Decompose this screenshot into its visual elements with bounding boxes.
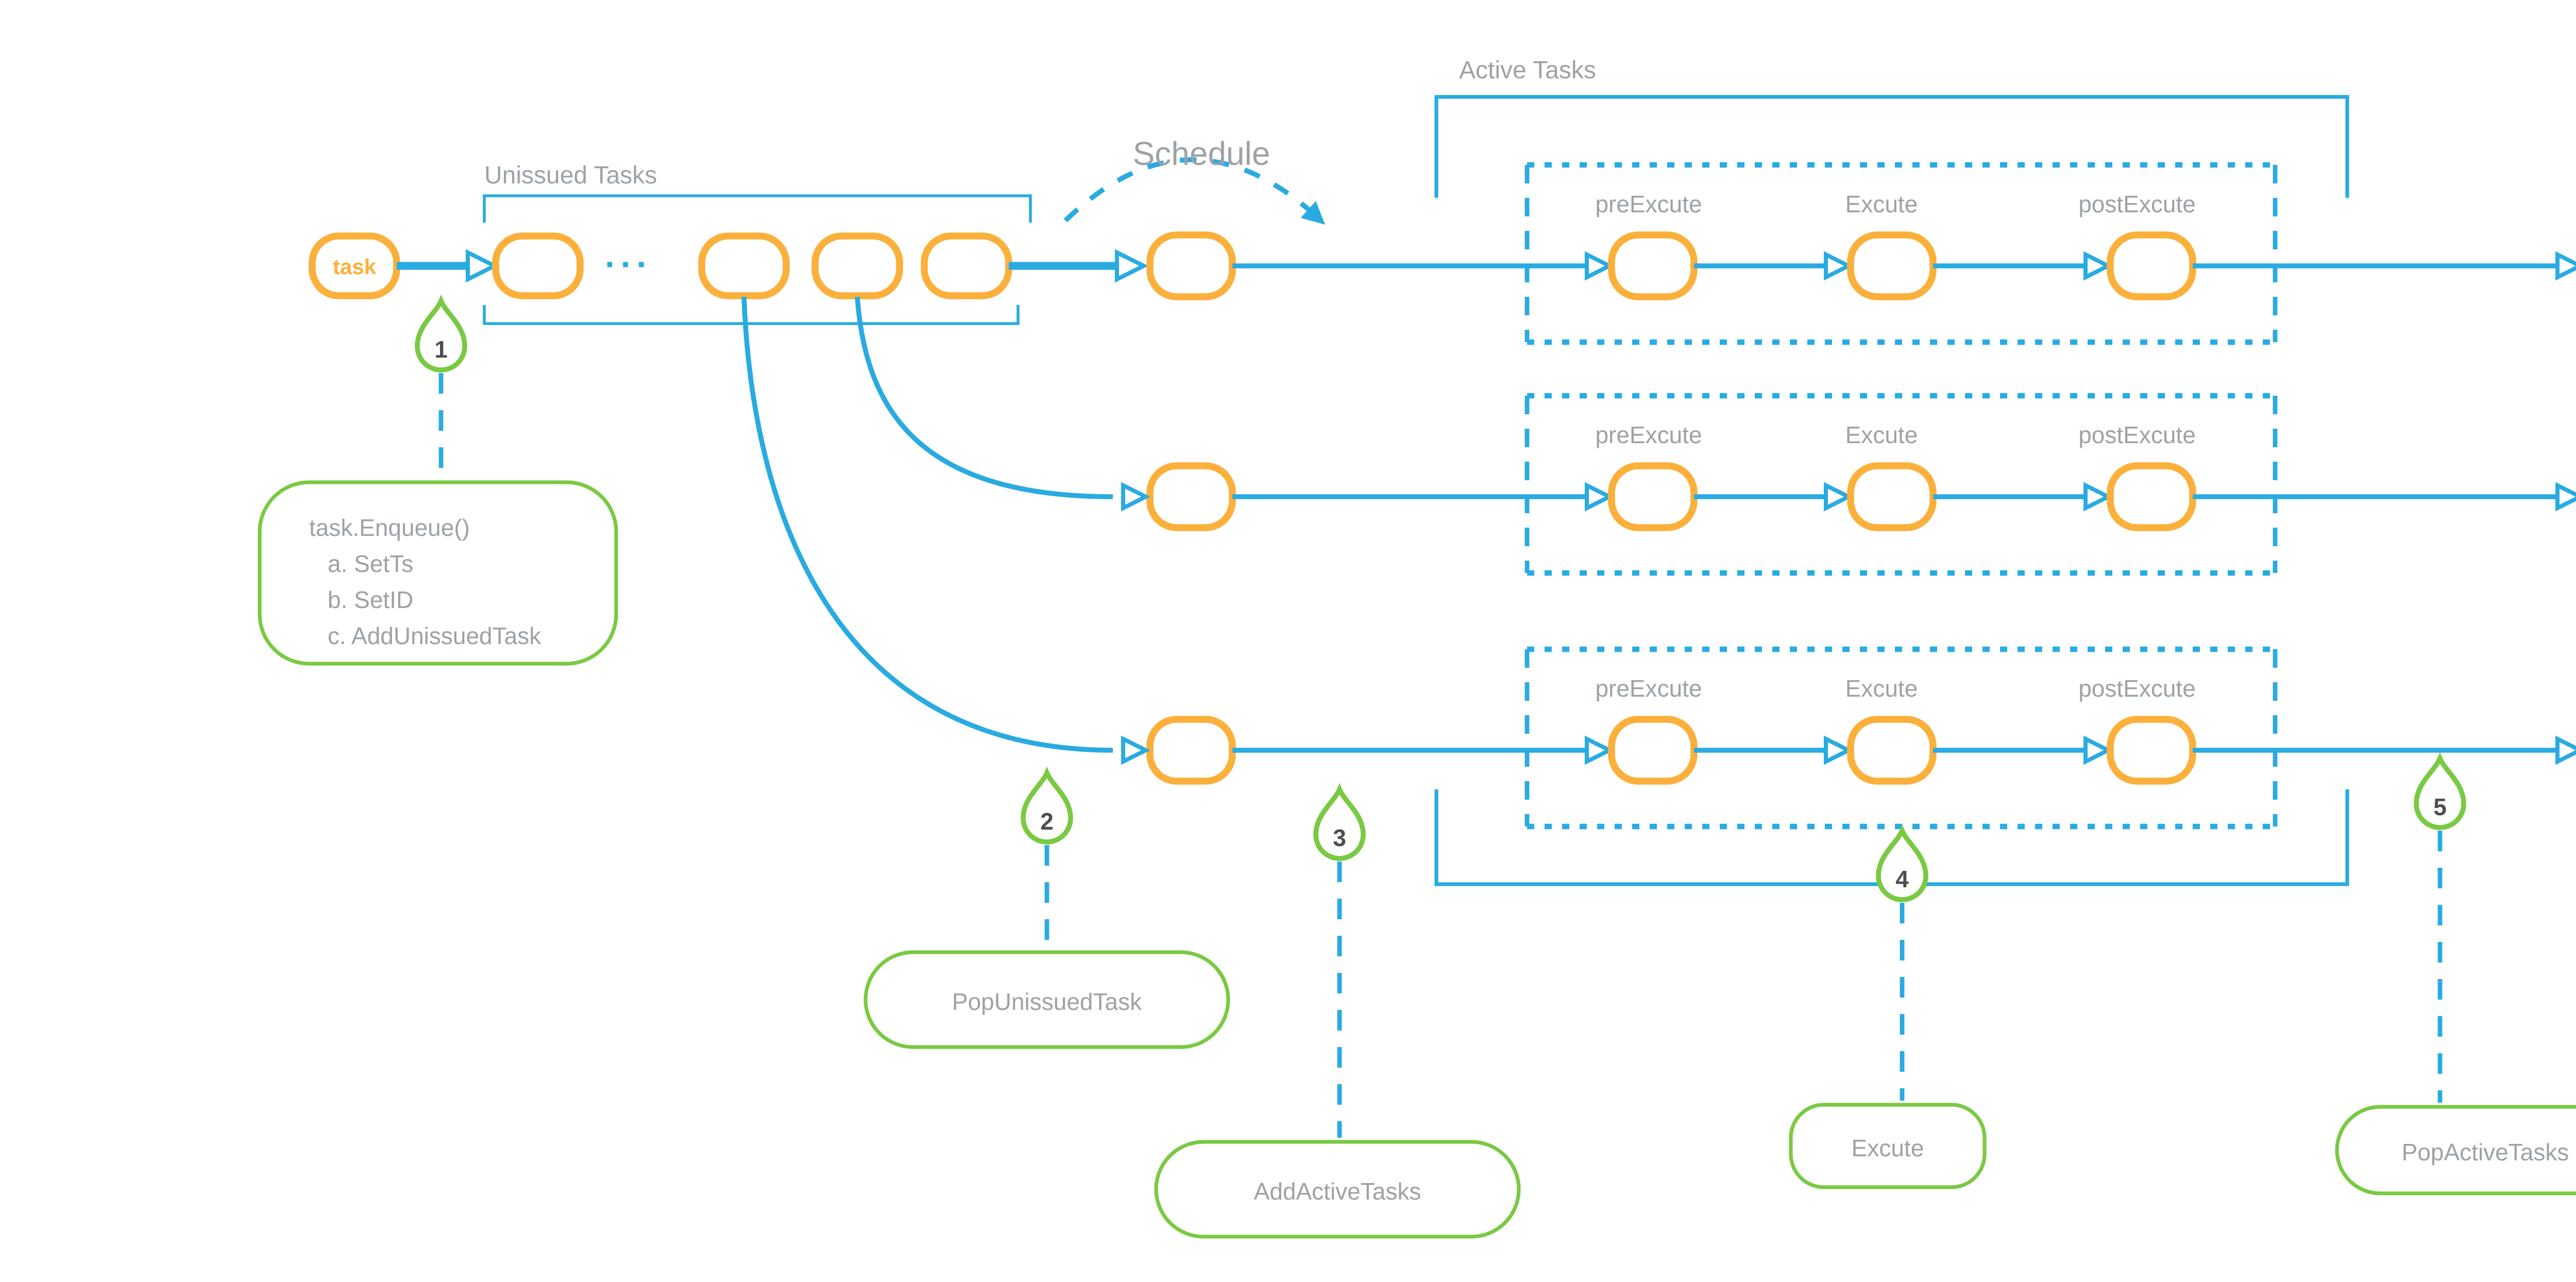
worker-row-2	[1150, 396, 2576, 573]
arrowhead-icon	[1123, 739, 1146, 762]
marker-1-number: 1	[434, 336, 448, 363]
worker-row-3	[1150, 649, 2576, 826]
marker-4-group: 4 Excute	[1789, 831, 1987, 1189]
pop-active-label-box	[2335, 1105, 2576, 1195]
unissued-bracket-bottom	[483, 305, 1020, 325]
task-node-label: task	[333, 255, 377, 279]
marker-5-group: 5 PopActiveTasks	[2335, 758, 2576, 1195]
unissued-task-node	[698, 232, 790, 299]
unissued-task-node	[492, 232, 584, 299]
schedule-label: Schedule	[1133, 135, 1270, 172]
marker-2-number: 2	[1040, 808, 1054, 835]
unissued-tasks-label: Unissued Tasks	[484, 162, 657, 189]
schedule-arc-arrowhead-icon	[1300, 201, 1325, 225]
arrowhead-icon	[1123, 485, 1146, 508]
pop-unissued-label-box	[863, 950, 1230, 1049]
enqueue-item-b: b. SetID	[328, 586, 413, 613]
marker-3-number: 3	[1333, 824, 1346, 851]
pop-active-label: PopActiveTasks	[2402, 1139, 2569, 1166]
marker-1-group: 1 task.Enqueue() a. SetTs b. SetID c. Ad…	[258, 301, 618, 666]
schedule-group: Schedule	[1063, 135, 1325, 225]
arrowhead-icon	[1117, 252, 1144, 279]
unissued-task-node	[921, 232, 1012, 299]
pop-curve-to-row3	[741, 296, 1113, 753]
schedule-arc	[1063, 157, 1323, 223]
unissued-bracket-top	[483, 194, 1032, 223]
marker-2-group: 2 PopUnissuedTask	[863, 773, 1230, 1049]
pop-curve-to-row2	[855, 296, 1113, 499]
pop-curves-group	[741, 296, 1146, 762]
marker-3-group: 3 AddActiveTasks	[1154, 789, 1521, 1239]
arrowhead-icon	[468, 252, 495, 279]
enqueue-label-box	[258, 480, 618, 666]
marker-4-number: 4	[1895, 866, 1909, 892]
enqueue-title: task.Enqueue()	[309, 514, 470, 541]
unissued-tasks-group: Unissued Tasks task ···	[309, 162, 1144, 325]
enqueue-item-c: c. AddUnissuedTask	[328, 622, 541, 649]
add-active-label-box	[1154, 1140, 1521, 1239]
unissued-task-node	[811, 232, 903, 299]
active-bracket-top	[1434, 95, 2349, 198]
active-tasks-label: Active Tasks	[1459, 57, 1596, 84]
enqueue-item-a: a. SetTs	[328, 550, 413, 577]
worker-row-1	[1150, 165, 2576, 342]
marker-5-number: 5	[2433, 794, 2447, 820]
execute-label-box	[1789, 1103, 1987, 1189]
pop-unissued-label: PopUnissuedTask	[952, 988, 1142, 1015]
queue-ellipsis: ···	[605, 245, 652, 284]
add-active-label: AddActiveTasks	[1254, 1178, 1421, 1205]
execute-action-label: Excute	[1852, 1135, 1924, 1161]
